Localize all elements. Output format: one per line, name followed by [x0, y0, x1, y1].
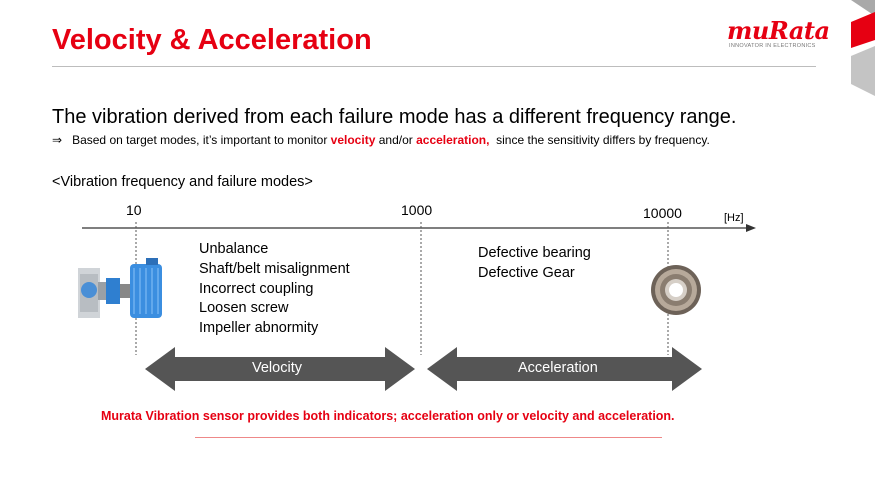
list-item: Defective bearing	[478, 245, 591, 261]
section-title: <Vibration frequency and failure modes>	[52, 174, 313, 190]
subline-text-middle: and/or	[378, 133, 413, 147]
list-item: Loosen screw	[199, 300, 289, 317]
velocity-arrow-label: Velocity	[252, 360, 302, 376]
footer-divider	[195, 437, 662, 438]
motor-pump-icon	[78, 258, 162, 318]
list-item: Impeller abnormity	[199, 320, 319, 337]
list-item: Unbalance	[199, 241, 269, 257]
footer-note: Murata Vibration sensor provides both in…	[101, 409, 675, 423]
logo-tagline: INNOVATOR IN ELECTRONICS	[729, 43, 816, 49]
velocity-keyword: velocity	[330, 133, 376, 147]
murata-logo: muRata INNOVATOR IN ELECTRONICS	[727, 16, 830, 50]
acceleration-arrow-label: Acceleration	[518, 360, 598, 376]
velocity-failure-modes: Unbalance Shaft/belt misalignment Incorr…	[199, 240, 350, 339]
subline-text-start: Based on target modes, it’s important to…	[72, 133, 328, 147]
list-item: Defective Gear	[478, 264, 575, 281]
implies-arrow-icon: ⇒	[52, 133, 63, 147]
logo-wordmark: muRata	[727, 16, 830, 45]
acceleration-range-arrow	[427, 347, 702, 391]
title-divider	[52, 66, 816, 67]
headline: The vibration derived from each failure …	[52, 106, 737, 128]
acceleration-failure-modes: Defective bearing Defective Gear	[478, 244, 591, 284]
tick-label-1000: 1000	[401, 202, 433, 218]
subline-text-end: since the sensitivity differs by frequen…	[496, 133, 710, 147]
tick-label-10: 10	[126, 202, 142, 218]
ball-bearing-icon	[651, 265, 701, 315]
acceleration-keyword: acceleration,	[416, 133, 490, 147]
axis-arrowhead-icon	[746, 224, 756, 232]
subline: ⇒ Based on target modes, it’s important …	[52, 133, 710, 147]
list-item: Shaft/belt misalignment	[199, 260, 350, 277]
velocity-range-arrow	[145, 347, 415, 391]
axis-unit: [Hz]	[724, 212, 744, 224]
list-item: Incorrect coupling	[199, 280, 314, 297]
tick-label-10000: 10000	[643, 205, 682, 221]
corner-decoration-icon	[851, 0, 875, 96]
page-title: Velocity & Acceleration	[52, 24, 372, 56]
